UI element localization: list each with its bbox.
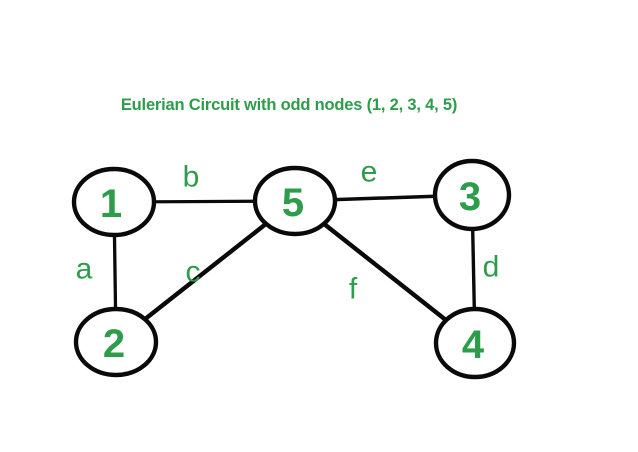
node-5: 5 [252, 165, 338, 237]
node-3-label: 3 [459, 175, 481, 219]
node-5-circle [252, 165, 338, 237]
node-3-circle [432, 158, 512, 232]
node-4: 4 [433, 306, 517, 380]
node-2-label: 2 [103, 322, 125, 366]
node-1: 1 [71, 166, 157, 238]
node-5-label: 5 [282, 181, 304, 225]
graph-nodes: 1 2 3 4 5 [71, 158, 517, 380]
node-1-circle [71, 166, 157, 238]
node-1-label: 1 [100, 182, 122, 226]
node-2: 2 [73, 306, 159, 378]
edge-a-label: a [76, 253, 93, 286]
edge-f-label: f [349, 273, 358, 306]
edge-b-label: b [183, 161, 200, 194]
node-3: 3 [432, 158, 512, 232]
diagram-title: Eulerian Circuit with odd nodes (1, 2, 3… [121, 96, 457, 114]
edge-labels: a b c d e f [76, 156, 500, 306]
edge-c-label: c [186, 256, 201, 289]
node-2-circle [73, 306, 159, 378]
node-4-circle [433, 306, 517, 380]
edge-d-label: d [483, 251, 500, 284]
node-4-label: 4 [462, 323, 485, 367]
edge-e-label: e [361, 156, 378, 189]
